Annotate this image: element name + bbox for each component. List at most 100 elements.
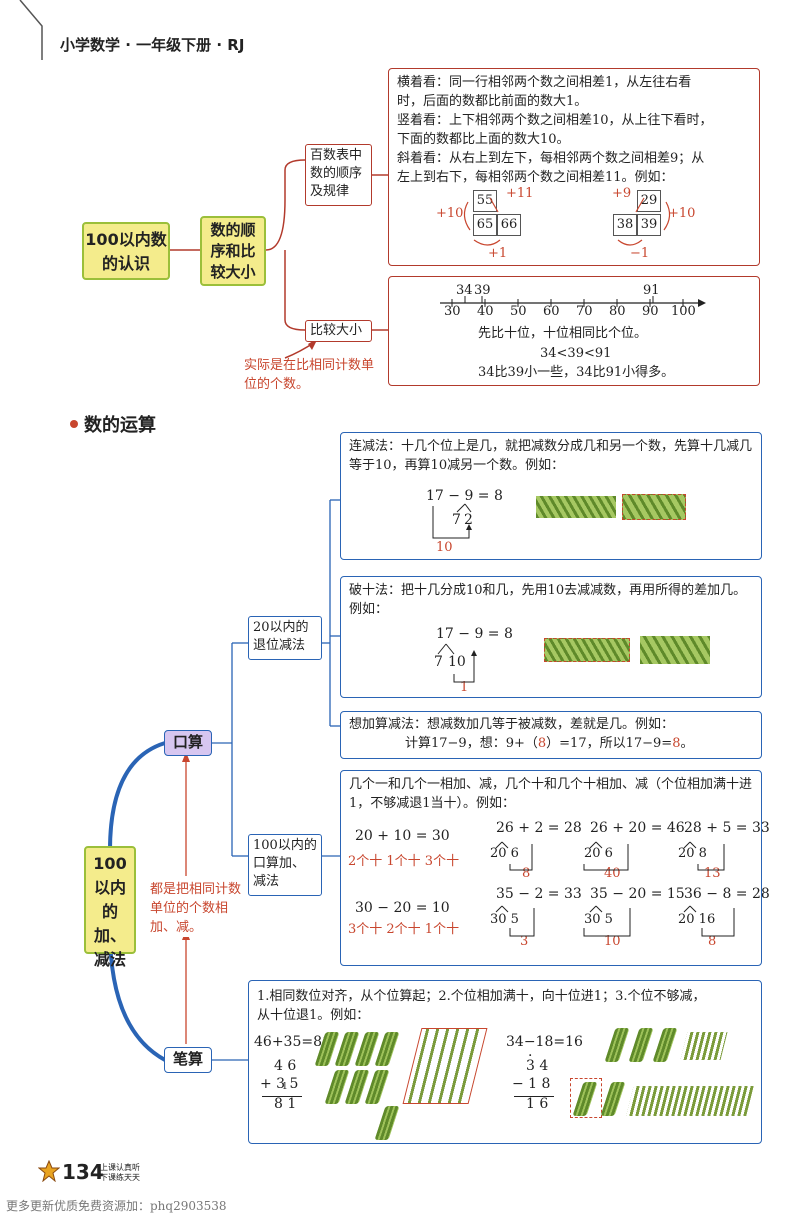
nl-tick-100: 100 (671, 304, 696, 319)
poshi-arrows (437, 643, 477, 683)
lianjian-ten: 10 (436, 540, 453, 555)
xiangjia-box: 想加算减法：想减数加几等于被减数，差就是几。例如： 计算17−9，想：9+（8）… (340, 711, 762, 759)
ex4-eq: 35 − 2 = 33 (496, 886, 582, 902)
written-calc-node: 笔算 (164, 1047, 212, 1073)
grid1-cell-55: 55 (473, 190, 497, 212)
ex3-split: 20 8 (678, 846, 707, 861)
grid2-plus10: +10 (668, 206, 696, 221)
lianjian-stick-bundle-2 (622, 494, 686, 520)
ex4-split: 30 5 (490, 912, 519, 927)
xiangjia-equation: 计算17−9，想：9+（8）=17，所以17−9=8。 (405, 736, 694, 751)
written-add-sticks (314, 1028, 496, 1140)
written-add-r2: + 3 5 (260, 1076, 299, 1092)
tens-sub-units: 3个十 2个十 1个十 (348, 922, 460, 937)
order-line-6: 左上到右下，每相邻两个数之间相差11。例如： (397, 170, 674, 185)
lianjian-arrows (432, 503, 472, 539)
bundle-s5 (600, 1082, 626, 1116)
nl-mark-39: 39 (474, 283, 491, 298)
ex1-eq: 26 + 2 = 28 (496, 820, 582, 836)
bundle-new (374, 1106, 400, 1140)
lianjian-box: 连减法：十几个位上是几，就把减数分成几和另一个数，先算十几减几等于10，再算10… (340, 432, 762, 560)
order-pattern-box: 横着看：同一行相邻两个数之间相差1，从左往右看 时，后面的数都比前面的数大1。 … (388, 68, 760, 266)
compare-line-2: 34<39<91 (540, 346, 612, 361)
number-line (440, 296, 706, 307)
poshi-stick-bundle-1 (544, 638, 630, 662)
order-line-1: 横着看：同一行相邻两个数之间相差1，从左往右看 (397, 75, 692, 90)
tens-add-units: 2个十 1个十 3个十 (348, 854, 460, 869)
written-sub-rule (514, 1096, 554, 1097)
oral100-text: 几个一和几个一相加、减，几个十和几个十相加、减（个位相加满十进1，不够减退1当十… (349, 777, 753, 811)
ex3-eq: 28 + 5 = 33 (684, 820, 770, 836)
section2-heading: 数的运算 (84, 415, 156, 436)
section-bullet (70, 420, 78, 428)
lianjian-stick-bundle-1 (536, 496, 616, 518)
tens-add-eq: 20 + 10 = 30 (355, 828, 450, 844)
written-sub-r1: 3 4 (526, 1058, 549, 1074)
xiangjia-text: 想加算减法：想减数加几等于被减数，差就是几。例如： (349, 717, 675, 732)
oral-100-node: 100以内的口算加、减法 (248, 834, 322, 896)
nl-tick-90: 90 (642, 304, 659, 319)
ex1-split: 20 6 (490, 846, 519, 861)
written-sub-r2: − 1 8 (512, 1076, 551, 1092)
bundle-a4 (374, 1032, 400, 1066)
grid2-minus1: −1 (630, 246, 650, 261)
section1-root-node: 100以内数的认识 (82, 222, 170, 280)
poshi-equation: 17 − 9 = 8 (436, 626, 513, 642)
ex5-res: 10 (604, 934, 621, 949)
retreat-sub-node: 20以内的退位减法 (248, 616, 322, 660)
ex2-eq: 26 + 20 = 46 (590, 820, 685, 836)
bundle-s1 (604, 1028, 630, 1062)
tens-sub-eq: 30 − 20 = 10 (355, 900, 450, 916)
nl-tick-60: 60 (543, 304, 560, 319)
ex6-eq: 36 − 8 = 28 (684, 886, 770, 902)
poshi-one: 1 (460, 680, 469, 695)
grid1-plus1: +1 (488, 246, 508, 261)
poshi-split-10: 10 (448, 654, 466, 670)
written-text-2: 从十位退1。例如： (257, 1008, 370, 1023)
footer-slogan-1: 上课认真听 (100, 1163, 140, 1172)
footer-slogan-2: 下课练天天 (100, 1173, 140, 1182)
oral100-box: 几个一和几个一相加、减，几个十和几个十相加、减（个位相加满十进1，不够减退1当十… (340, 770, 762, 966)
lianjian-text: 连减法：十几个位上是几，就把减数分成几和另一个数，先算十几减几等于10，再算10… (349, 439, 753, 473)
nl-tick-30: 30 (444, 304, 461, 319)
section1-connectors (170, 159, 388, 359)
page-corner-decoration (19, 0, 43, 60)
grid2-cell-39: 39 (637, 214, 661, 236)
ex6-res: 8 (708, 934, 717, 949)
written-add-r3: 8 1 (274, 1096, 297, 1112)
loose-sticks-top (680, 1032, 728, 1060)
order-line-2: 时，后面的数都比前面的数大1。 (397, 94, 588, 109)
ex5-eq: 35 − 20 = 15 (590, 886, 685, 902)
order-line-5: 斜着看：从右上到左下，每相邻两个数之间相差9；从 (397, 151, 705, 166)
grid1-plus10: +10 (436, 206, 464, 221)
written-add-r1: 4 6 (274, 1058, 297, 1074)
written-text-1: 1.相同数位对齐，从个位算起；2.个位相加满十，向十位进1；3.个位不够减， (257, 989, 706, 1004)
section1-branch-node: 数的顺序和比较大小 (200, 216, 266, 286)
footer-watermark: 更多更新优质免费资源加：phq2903538 (6, 1199, 227, 1213)
nl-mark-91: 91 (643, 283, 660, 298)
grid2-cell-29: 29 (637, 190, 661, 212)
bundle-s2 (628, 1028, 654, 1062)
written-sub-sticks (566, 1026, 756, 1122)
bundle-a7 (364, 1070, 390, 1104)
vertical-note: 都是把相同计数单位的个数相加、减。 (150, 880, 244, 937)
written-add-eq: 46+35=81 (254, 1034, 331, 1050)
grid1-cell-65: 65 (473, 214, 497, 236)
poshi-split-7: 7 (434, 654, 443, 670)
order-line-4: 下面的数都比上面的数大10。 (397, 132, 570, 147)
compare-box (388, 276, 760, 386)
poshi-text: 破十法：把十几分成10和几，先用10去减减数，再用所得的差加几。例如： (349, 583, 747, 617)
poshi-stick-bundle-2 (640, 636, 710, 664)
nl-tick-80: 80 (609, 304, 626, 319)
nl-tick-70: 70 (576, 304, 593, 319)
written-add-carry: 1 (282, 1082, 288, 1092)
order-pattern-node: 百数表中数的顺序及规律 (305, 144, 372, 206)
ex4-res: 3 (520, 934, 529, 949)
written-sub-r3: 1 6 (526, 1096, 549, 1112)
grid2-cell-38: 38 (613, 214, 637, 236)
page-header-title: 小学数学 · 一年级下册 · RJ (60, 36, 245, 54)
oral100-brackets (495, 841, 735, 937)
written-sub-eq: 34−18=16 (506, 1034, 583, 1050)
nl-tick-40: 40 (477, 304, 494, 319)
loose-sticks-group (402, 1028, 488, 1104)
